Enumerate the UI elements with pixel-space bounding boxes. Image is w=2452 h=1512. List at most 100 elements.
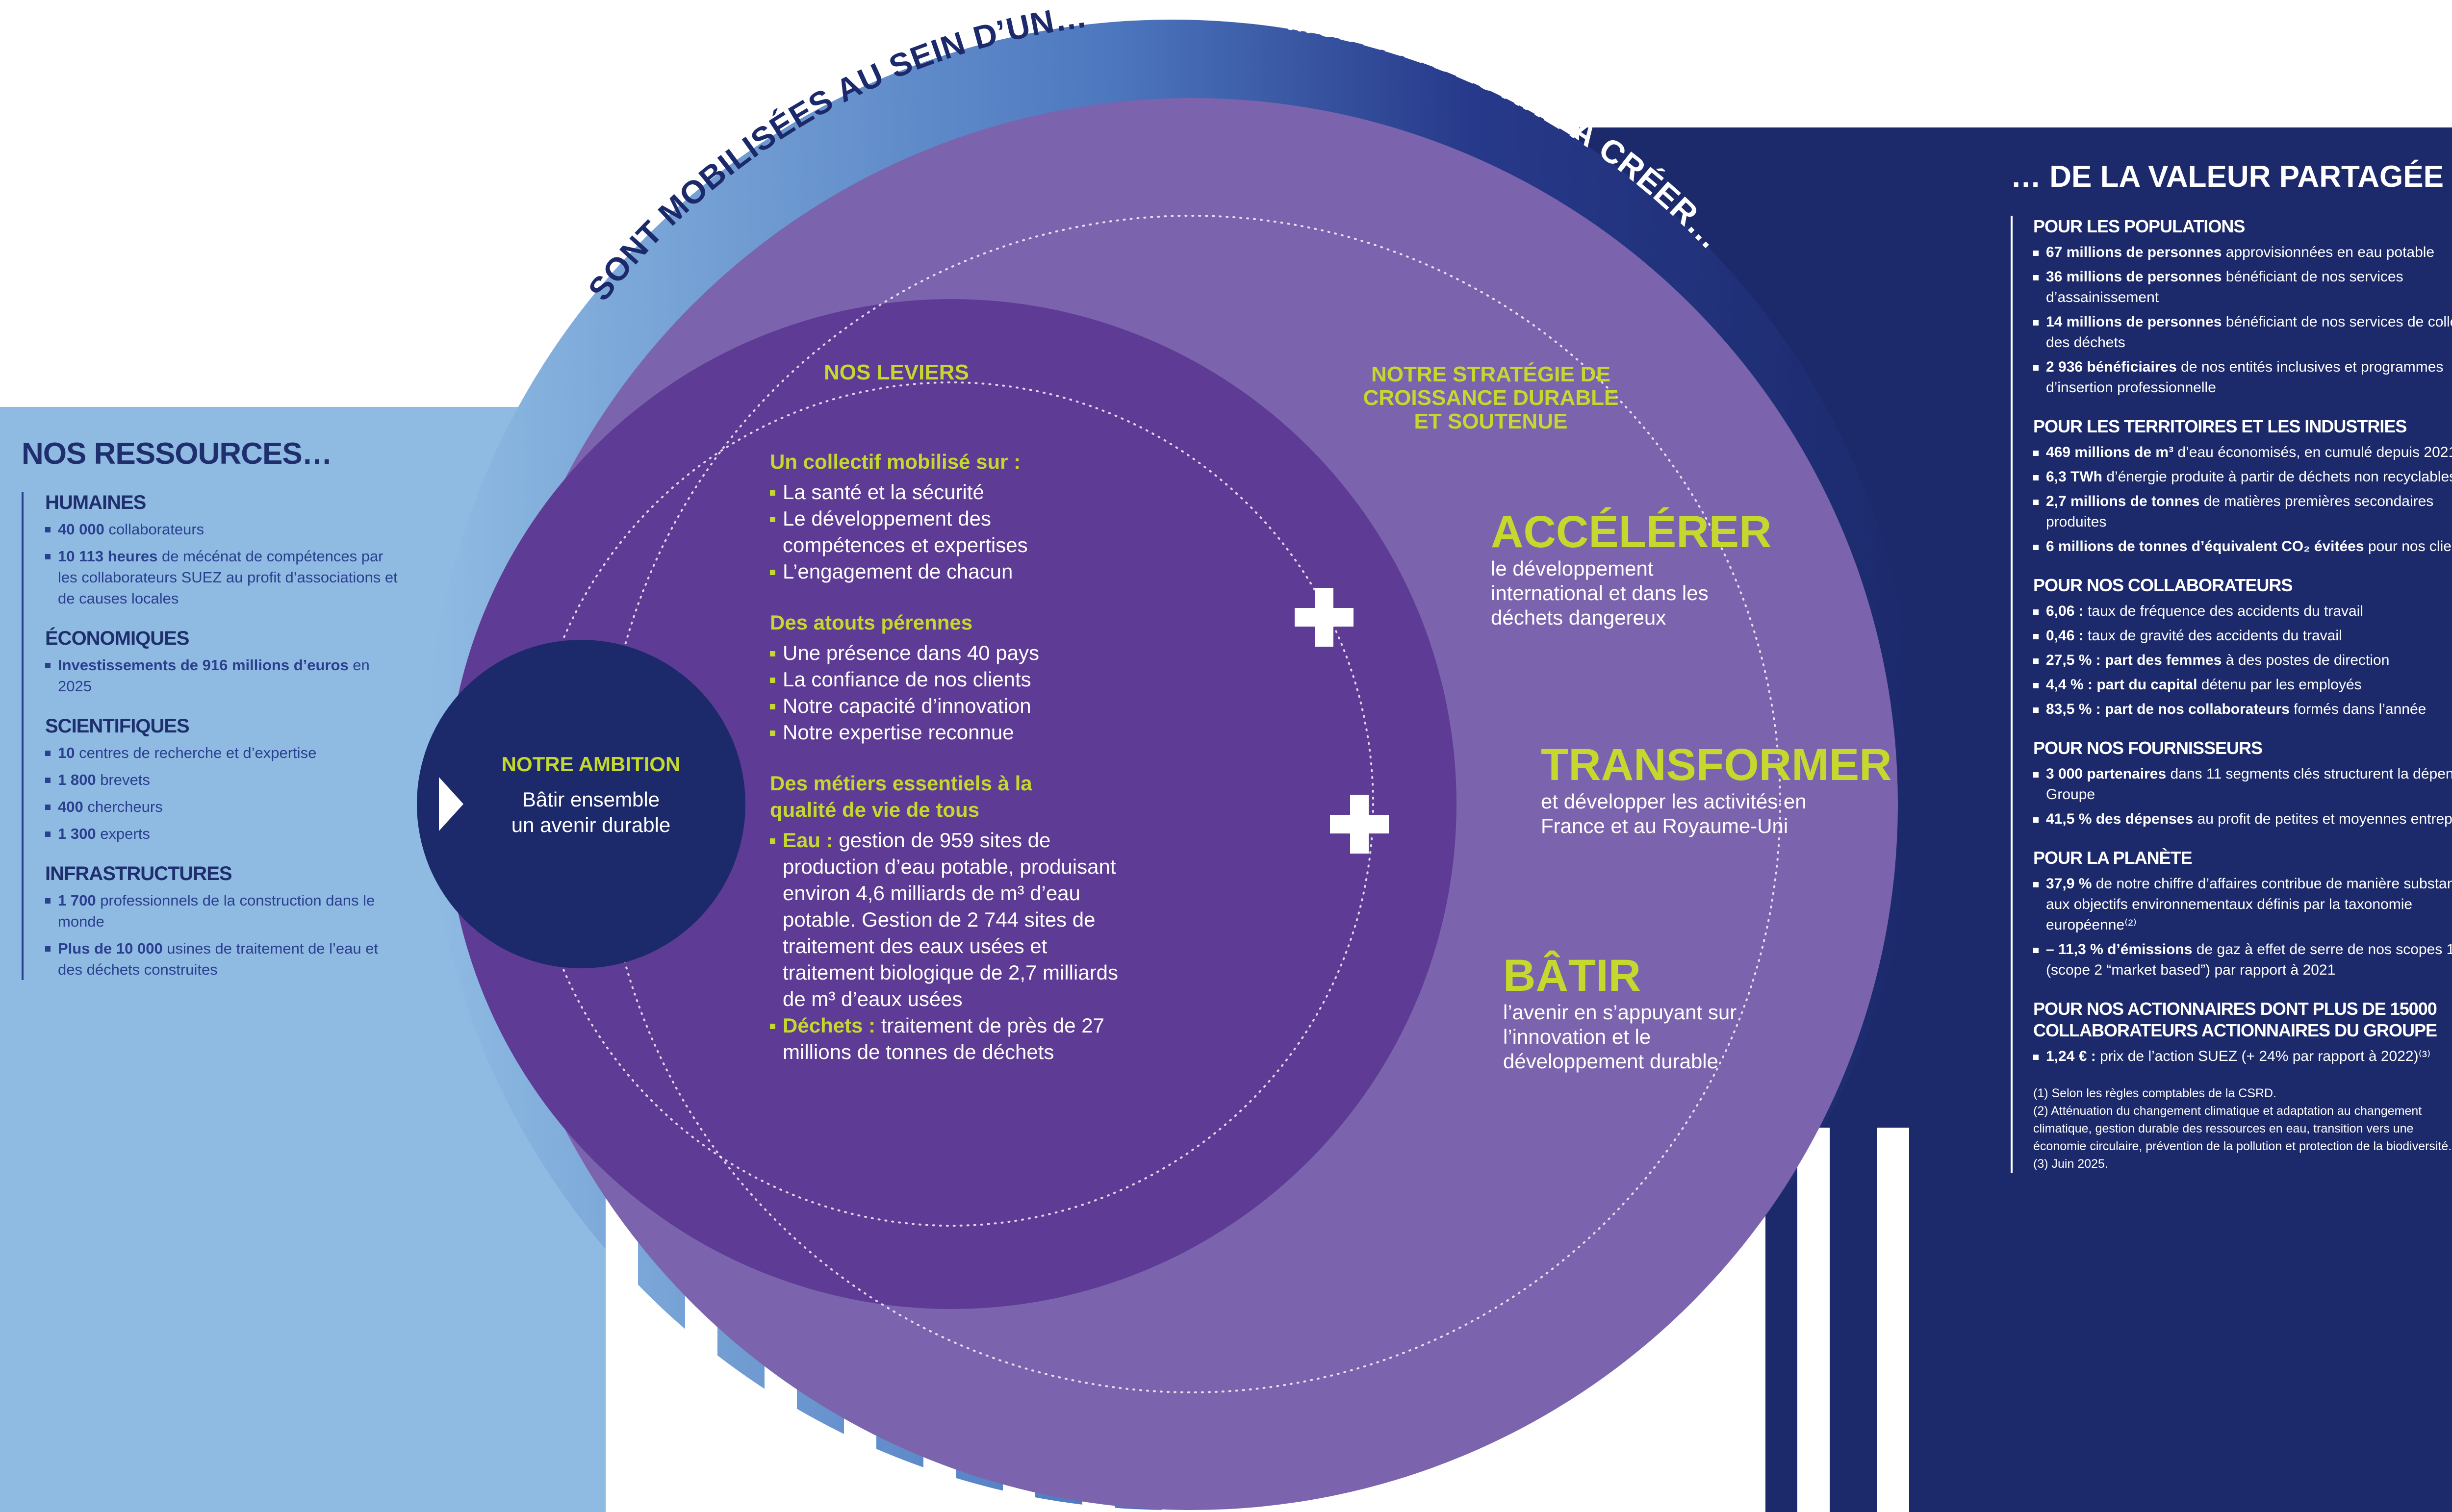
list-item: 67 millions de personnes approvisionnées… xyxy=(2033,242,2452,263)
ambition-circle xyxy=(417,640,745,968)
list-item: 1 800 brevets xyxy=(45,769,404,790)
item-bold: 6,3 TWh xyxy=(2046,469,2103,485)
list-item: 2,7 millions de tonnes de matières premi… xyxy=(2033,491,2452,532)
item-text: experts xyxy=(96,825,150,842)
levers-group-title: Des métiers essentiels à la qualité de v… xyxy=(770,772,1032,821)
item-text: La confiance de nos clients xyxy=(783,668,1031,691)
value-section-title: POUR LES TERRITOIRES ET LES INDUSTRIES xyxy=(2033,416,2407,436)
list-item: 27,5 % : part des femmes à des postes de… xyxy=(2033,650,2452,671)
item-text: à des postes de direction xyxy=(2222,652,2390,668)
resources-list: Investissements de 916 millions d’euros … xyxy=(45,655,404,697)
item-text: professionnels de la construction dans l… xyxy=(58,892,375,930)
item-text: L’engagement de chacun xyxy=(783,560,1013,583)
item-bold: 10 xyxy=(58,744,75,761)
list-item: 10 113 heures de mécénat de compétences … xyxy=(45,546,404,609)
levers-list: Eau : gestion de 959 sites de production… xyxy=(770,827,1143,1065)
value-block: POUR LES POPULATIONS 67 millions de perso… xyxy=(2011,216,2452,1173)
strategy-title-line3: ET SOUTENUE xyxy=(1414,409,1568,433)
item-bold: 2,7 millions de tonnes xyxy=(2046,493,2200,509)
value-list: 1,24 € : prix de l’action SUEZ (+ 24% pa… xyxy=(2033,1046,2452,1067)
item-bold: 14 millions de personnes xyxy=(2046,314,2222,330)
item-text: brevets xyxy=(96,771,150,788)
list-item: 40 000 collaborateurs xyxy=(45,519,404,540)
list-item: 14 millions de personnes bénéficiant de … xyxy=(2033,312,2452,353)
list-item: Investissements de 916 millions d’euros … xyxy=(45,655,404,697)
footnote: (2) Atténuation du changement climatique… xyxy=(2033,1104,2452,1153)
item-bold: 2 936 bénéficiaires xyxy=(2046,359,2177,375)
list-item: Une présence dans 40 pays xyxy=(770,640,1074,666)
value-section-title: POUR NOS ACTIONNAIRES DONT PLUS DE 15000… xyxy=(2033,999,2437,1040)
list-item: 2 936 bénéficiaires de nos entités inclu… xyxy=(2033,357,2452,398)
item-text: La santé et la sécurité xyxy=(783,480,984,504)
value-section: POUR NOS ACTIONNAIRES DONT PLUS DE 15000… xyxy=(2033,998,2452,1067)
item-text: d’énergie produite à partir de déchets n… xyxy=(2102,469,2452,485)
item-bold: 10 113 heures xyxy=(58,548,158,565)
pillar-text: l’avenir en s’appuyant sur l’innovation … xyxy=(1503,1001,1737,1073)
pillar-batir: BÂTIR l’avenir en s’appuyant sur l’innov… xyxy=(1503,951,1758,1074)
list-item: La confiance de nos clients xyxy=(770,666,1074,693)
stripe xyxy=(1797,1128,1830,1512)
value-section-title: POUR LA PLANÈTE xyxy=(2033,848,2193,868)
item-text: en 2025 xyxy=(58,656,370,695)
value-section-title: POUR LES POPULATIONS xyxy=(2033,216,2245,236)
list-item: 469 millions de m³ d’eau économisés, en … xyxy=(2033,442,2452,463)
item-bold: Investissements de 916 millions d’euros xyxy=(58,656,349,674)
list-item: Déchets : traitement de près de 27 milli… xyxy=(770,1012,1143,1065)
item-bold: 1 700 xyxy=(58,892,96,909)
list-item: 36 millions de personnes bénéficiant de … xyxy=(2033,267,2452,308)
levers-title: NOS LEVIERS xyxy=(824,360,969,384)
value-section-title: POUR NOS COLLABORATEURS xyxy=(2033,575,2293,595)
list-item: 6,3 TWh d’énergie produite à partir de d… xyxy=(2033,467,2452,487)
item-text: d’eau économisés, en cumulé depuis 2021⁽… xyxy=(2173,444,2452,460)
levers-group-title: Un collectif mobilisé sur : xyxy=(770,450,1021,473)
item-text: taux de gravité des accidents du travail xyxy=(2083,628,2342,644)
list-item: 6 millions de tonnes d’équivalent CO₂ év… xyxy=(2033,536,2452,557)
pillar-text: le développement international et dans l… xyxy=(1491,557,1709,629)
resources-block: NOS RESSOURCES… HUMAINES 40 000 collabora… xyxy=(22,436,404,999)
resources-section: HUMAINES 40 000 collaborateurs 10 113 heur… xyxy=(45,492,404,609)
ambition-block: NOTRE AMBITION Bâtir ensemble un avenir … xyxy=(473,753,709,838)
item-bold: – 11,3 % d’émissions xyxy=(2046,941,2193,958)
resources-title: NOS RESSOURCES… xyxy=(22,437,332,471)
list-item: 1 300 experts xyxy=(45,823,404,844)
strategy-title-line2: CROISSANCE DURABLE xyxy=(1363,386,1619,410)
footnotes: (1) Selon les règles comptables de la CS… xyxy=(2033,1084,2452,1173)
item-text: collaborateurs xyxy=(104,521,204,538)
resources-list: 40 000 collaborateurs 10 113 heures de mé… xyxy=(45,519,404,609)
pillar-text: et développer les activités en France et… xyxy=(1541,790,1807,837)
item-text: bénéficiant de nos services de collecte … xyxy=(2046,314,2452,351)
value-section: POUR LES TERRITOIRES ET LES INDUSTRIES 46… xyxy=(2033,416,2452,557)
list-item: 83,5 % : part de nos collaborateurs form… xyxy=(2033,699,2452,720)
resources-section: INFRASTRUCTURES 1 700 professionnels de l… xyxy=(45,863,404,980)
item-text: usines de traitement de l’eau et des déc… xyxy=(58,940,379,978)
item-text: de matières premières secondaires produi… xyxy=(2046,493,2434,530)
resources-section-title: INFRASTRUCTURES xyxy=(45,863,232,884)
list-item: 41,5 % des dépenses au profit de petites… xyxy=(2033,809,2452,830)
resources-section-title: HUMAINES xyxy=(45,492,146,513)
list-item: L’engagement de chacun xyxy=(770,558,1074,585)
item-bold: 67 millions de personnes xyxy=(2046,244,2222,260)
item-text: Une présence dans 40 pays xyxy=(783,641,1040,664)
item-text: au profit de petites et moyennes entrepr… xyxy=(2197,811,2452,827)
item-text: prix de l’action SUEZ (+ 24% par rapport… xyxy=(2095,1048,2431,1064)
list-item: Notre capacité d’innovation xyxy=(770,693,1074,719)
item-text: dans 11 segments clés structurent la dép… xyxy=(2046,766,2452,803)
list-item: 4,4 % : part du capital détenu par les e… xyxy=(2033,675,2452,695)
levers-list: Une présence dans 40 pays La confiance de… xyxy=(770,640,1074,746)
list-item: 0,46 : taux de gravité des accidents du … xyxy=(2033,626,2452,646)
item-text: chercheurs xyxy=(83,798,163,815)
list-item: 1 700 professionnels de la construction … xyxy=(45,890,404,932)
item-bold: 6,06 : xyxy=(2046,603,2084,619)
ambition-line2: un avenir durable xyxy=(511,813,671,836)
item-bold: Plus de 10 000 xyxy=(58,940,163,957)
plus-icon xyxy=(1295,588,1354,647)
item-text: formés dans l’année xyxy=(2289,701,2426,717)
item-bold: 6 millions de tonnes d’équivalent CO₂ év… xyxy=(2046,538,2364,554)
